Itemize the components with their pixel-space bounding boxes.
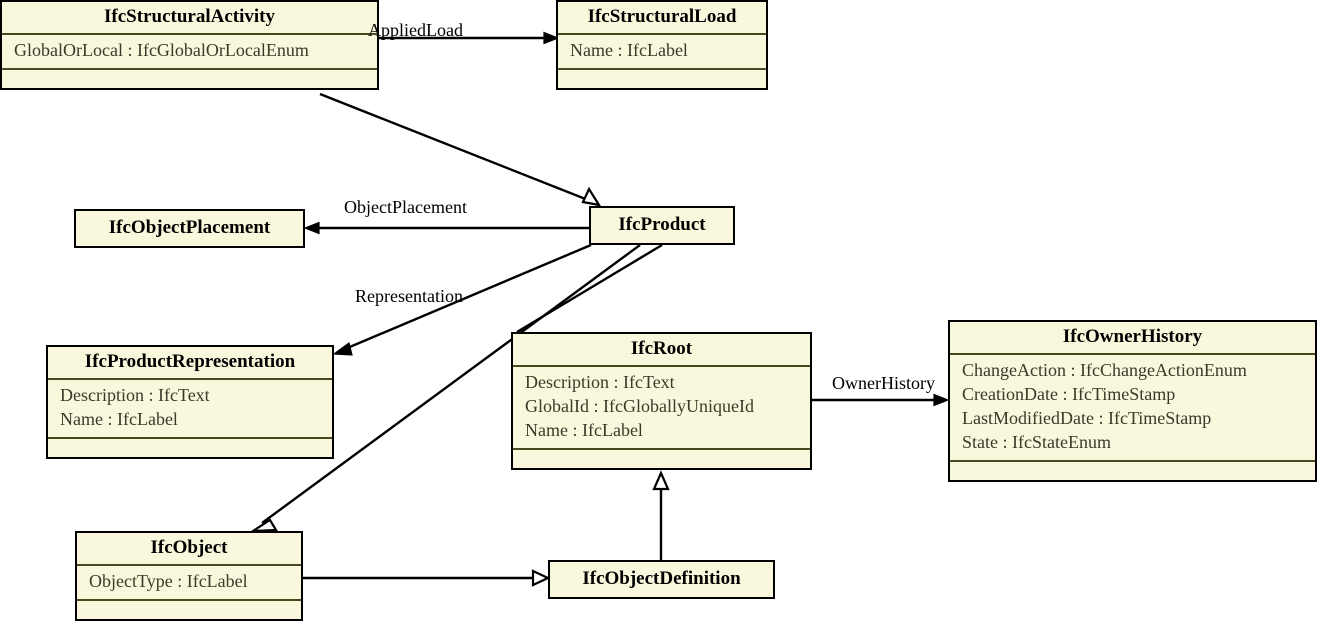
class-attribute: LastModifiedDate : IfcTimeStamp	[962, 407, 1212, 428]
class-attribute: Name : IfcLabel	[570, 39, 688, 60]
class-operations	[48, 439, 332, 457]
class-attributes: Description : IfcText Name : IfcLabel	[48, 380, 332, 437]
class-box-ifcstructuralactivity[interactable]: IfcStructuralActivity GlobalOrLocal : If…	[0, 0, 379, 90]
class-box-ifcobject[interactable]: IfcObject ObjectType : IfcLabel	[75, 531, 303, 621]
edge-applied-load[interactable]	[378, 31, 560, 45]
class-separator	[950, 352, 1315, 355]
edge-objectdefinition-root[interactable]	[652, 470, 670, 560]
class-operations	[77, 601, 301, 619]
class-attribute: CreationDate : IfcTimeStamp	[962, 383, 1176, 404]
edge-label-representation: Representation	[355, 286, 463, 306]
class-attributes: ObjectType : IfcLabel	[77, 566, 301, 599]
edge-label-applied-load: AppliedLoad	[368, 20, 463, 40]
class-separator	[48, 436, 332, 439]
class-title: IfcStructuralActivity	[104, 6, 275, 27]
class-separator	[950, 459, 1315, 462]
class-title: IfcStructuralLoad	[587, 6, 737, 27]
class-separator	[558, 67, 766, 70]
class-title: IfcRoot	[630, 338, 693, 359]
class-title: IfcObject	[150, 537, 228, 558]
class-box-ifcroot[interactable]: IfcRoot Description : IfcText GlobalId :…	[511, 332, 812, 470]
edge-product-object[interactable]	[249, 244, 641, 533]
class-title: IfcOwnerHistory	[1062, 326, 1203, 347]
class-attribute: ObjectType : IfcLabel	[89, 570, 248, 591]
class-operations	[513, 450, 810, 468]
class-separator	[77, 563, 301, 566]
class-attribute: GlobalId : IfcGloballyUniqueId	[525, 395, 754, 416]
class-separator	[558, 32, 766, 35]
class-separator	[2, 67, 377, 70]
class-box-ifcownerhistory[interactable]: IfcOwnerHistory ChangeAction : IfcChange…	[948, 320, 1317, 482]
class-attribute: ChangeAction : IfcChangeActionEnum	[962, 359, 1247, 380]
class-operations	[2, 70, 377, 88]
class-title: IfcObjectPlacement	[108, 217, 271, 238]
edge-label-object-placement: ObjectPlacement	[344, 197, 467, 217]
class-attribute: GlobalOrLocal : IfcGlobalOrLocalEnum	[14, 39, 309, 60]
edge-product-root[interactable]	[516, 243, 663, 334]
class-box-ifcstructuralload[interactable]: IfcStructuralLoad Name : IfcLabel	[556, 0, 768, 90]
class-attributes: Description : IfcText GlobalId : IfcGlob…	[513, 367, 810, 448]
class-box-ifcobjectdefinition[interactable]: IfcObjectDefinition	[548, 560, 775, 599]
class-attribute: Name : IfcLabel	[60, 408, 178, 429]
class-attributes: GlobalOrLocal : IfcGlobalOrLocalEnum	[2, 35, 377, 68]
class-separator	[77, 598, 301, 601]
class-operations	[558, 70, 766, 88]
edge-object-placement[interactable]	[303, 221, 589, 235]
class-box-ifcproduct[interactable]: IfcProduct	[589, 206, 735, 245]
class-box-ifcproductrepresentation[interactable]: IfcProductRepresentation Description : I…	[46, 345, 334, 459]
class-attribute: Name : IfcLabel	[525, 419, 643, 440]
edge-structuralactivity-product[interactable]	[319, 92, 602, 207]
edge-label-owner-history: OwnerHistory	[832, 373, 935, 393]
class-box-ifcobjectplacement[interactable]: IfcObjectPlacement	[74, 209, 305, 248]
class-title: IfcProductRepresentation	[84, 351, 296, 372]
class-title: IfcProduct	[618, 214, 706, 235]
edge-object-objectdefinition[interactable]	[303, 569, 551, 587]
class-operations	[950, 462, 1315, 480]
class-separator	[2, 32, 377, 35]
edge-owner-history[interactable]	[812, 393, 950, 407]
class-attributes: ChangeAction : IfcChangeActionEnum Creat…	[950, 355, 1315, 460]
class-title: IfcObjectDefinition	[582, 568, 741, 589]
class-attribute: State : IfcStateEnum	[962, 431, 1111, 452]
class-attributes: Name : IfcLabel	[558, 35, 766, 68]
class-separator	[513, 447, 810, 450]
class-attribute: Description : IfcText	[525, 371, 675, 392]
class-separator	[513, 364, 810, 367]
class-separator	[48, 377, 332, 380]
class-attribute: Description : IfcText	[60, 384, 210, 405]
edge-representation[interactable]	[332, 243, 592, 356]
